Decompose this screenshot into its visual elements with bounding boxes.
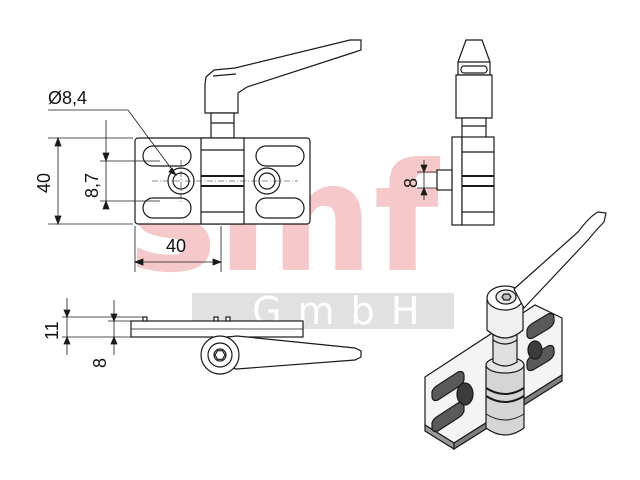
iso-hub-hex xyxy=(501,293,512,301)
iso-clamp-ring-3 xyxy=(485,413,525,421)
bottom-pin-right xyxy=(225,316,231,322)
iso-clamp-ring-2 xyxy=(485,395,525,403)
arrow-40h-right xyxy=(212,258,223,266)
slot-left-top xyxy=(142,145,192,167)
iso-clamp-ring-1 xyxy=(485,387,525,395)
bottom-view xyxy=(130,316,362,375)
bottom-hub-hex xyxy=(214,350,226,360)
slot-right-bottom xyxy=(255,197,305,219)
bottom-arrow-8-top xyxy=(110,313,118,323)
side-plate xyxy=(451,136,463,226)
side-view-dimensions xyxy=(417,160,437,200)
arrow-87-top xyxy=(102,152,110,163)
side-stem xyxy=(461,117,487,139)
bottom-arrow-8-bottom xyxy=(110,335,118,345)
side-arrow-bottom xyxy=(420,186,428,196)
iso-clamp-body xyxy=(485,364,525,436)
diameter-arrow xyxy=(168,167,177,176)
bottom-view-dimensions xyxy=(62,298,143,355)
bottom-lever xyxy=(217,335,362,370)
arrow-40h-left xyxy=(133,258,144,266)
dim-label-side-height: 11 xyxy=(42,321,62,340)
dim-label-plate-width: 40 xyxy=(166,236,186,256)
side-arrow-top xyxy=(420,164,428,174)
arrow-40v-bottom xyxy=(54,215,62,226)
arrow-87-bottom xyxy=(102,199,110,210)
dim-label-side-thickness: 8 xyxy=(401,178,421,188)
lever-stem xyxy=(210,112,235,140)
side-tab xyxy=(436,169,453,191)
lever-handle xyxy=(204,39,362,114)
bottom-pin-left xyxy=(142,316,148,322)
slot-left-bottom xyxy=(142,197,192,219)
slot-right-top xyxy=(255,145,305,167)
iso-slot-1 xyxy=(431,370,465,402)
bottom-arrow-11-top xyxy=(63,309,71,319)
iso-hole-right xyxy=(527,340,543,360)
iso-slot-4 xyxy=(526,344,555,372)
iso-slot-3 xyxy=(526,312,555,340)
front-view-dimensions xyxy=(48,109,223,272)
dim-label-diameter: Ø8,4 xyxy=(48,88,87,108)
lever-seam xyxy=(212,73,237,77)
side-view xyxy=(436,39,495,226)
iso-hole-left xyxy=(456,382,474,406)
diameter-leader xyxy=(127,109,177,176)
iso-stem-line xyxy=(492,339,518,345)
side-knob-band xyxy=(460,65,488,74)
iso-hub xyxy=(486,299,524,339)
side-handle xyxy=(455,74,493,119)
bottom-arrow-11-bottom xyxy=(63,335,71,345)
bottom-pin-mid xyxy=(213,316,219,322)
dim-label-bottom-offset: 8 xyxy=(90,358,110,368)
isometric-view xyxy=(424,211,607,451)
front-view xyxy=(134,39,362,225)
dim-label-hole-offset: 8,7 xyxy=(82,173,102,198)
iso-lever xyxy=(513,211,607,310)
dim-label-plate-height: 40 xyxy=(34,173,54,193)
arrow-40v-top xyxy=(54,136,62,147)
